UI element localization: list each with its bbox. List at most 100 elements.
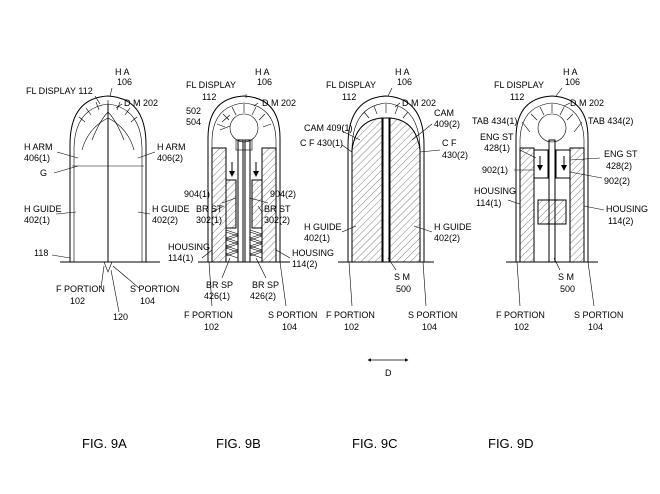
hinge-body-9d — [515, 95, 589, 262]
label-sportion-9b: S PORTION — [268, 310, 317, 320]
label-tab2-9d: TAB 434(2) — [588, 116, 633, 126]
label-housing2-9b: HOUSING — [292, 248, 334, 258]
label-housing1-num-9d: 114(1) — [476, 198, 501, 208]
label-harm1-9a: H ARM — [24, 142, 53, 152]
label-housing1-9d: HOUSING — [474, 186, 516, 196]
figure-9c: H A 106 FL DISPLAY 112 D M 202 CAM 409(1… — [300, 67, 472, 451]
label-ha-9b: H A — [255, 67, 270, 77]
caption-9d: FIG. 9D — [488, 436, 534, 451]
figure-9d: H A 106 FL DISPLAY 112 D M 202 TAB 434(1… — [472, 67, 648, 451]
label-cf2-num-9c: 430(2) — [442, 150, 468, 160]
label-hguide2-num-9a: 402(2) — [152, 215, 178, 225]
label-housing1-9b: HOUSING — [168, 242, 210, 252]
label-118-9a: 118 — [34, 248, 48, 258]
label-sportion-9c: S PORTION — [408, 310, 457, 320]
label-g-9a: G — [40, 168, 47, 178]
label-dm-9d: D M 202 — [570, 98, 604, 108]
label-harm2-num-9a: 406(2) — [157, 153, 183, 163]
label-cam1-9c: CAM 409(1) — [304, 123, 353, 133]
sync-mech-9d — [537, 199, 567, 225]
label-fl-display-9c: FL DISPLAY — [326, 80, 376, 90]
guide-right-9c — [389, 117, 421, 263]
label-fportion-9b: F PORTION — [184, 310, 233, 320]
label-harm1-num-9a: 406(1) — [24, 153, 50, 163]
label-sportion-num-9d: 104 — [588, 322, 603, 332]
label-cf1-9c: C F 430(1) — [300, 138, 343, 148]
label-ha-num-9c: 106 — [397, 77, 412, 87]
label-ha-9a: H A — [115, 67, 130, 77]
label-brst2-9b: BR ST — [264, 204, 291, 214]
label-sportion-num-9a: 104 — [140, 296, 155, 306]
guide-left-9c — [351, 117, 383, 263]
label-brsp1-9b: BR SP — [206, 280, 233, 290]
label-hguide2-9a: H GUIDE — [152, 204, 190, 214]
label-engst1-9d: ENG ST — [480, 132, 514, 142]
label-d-9c: D — [385, 368, 392, 378]
label-120-9a: 120 — [113, 312, 128, 322]
label-fportion-num-9a: 102 — [70, 296, 85, 306]
label-ha-num-9a: 106 — [117, 77, 132, 87]
label-ha-9c: H A — [395, 67, 410, 77]
display-teeth-9b — [216, 104, 272, 143]
label-fl-display-num-9b: 112 — [202, 92, 216, 102]
caption-9a: FIG. 9A — [82, 436, 127, 451]
label-fportion-9a: F PORTION — [56, 284, 105, 294]
label-cf2-9c: C F — [442, 138, 457, 148]
label-902-2-9d: 902(2) — [604, 176, 630, 186]
label-engst2-num-9d: 428(2) — [606, 161, 632, 171]
caption-9c: FIG. 9C — [352, 436, 398, 451]
label-dm-9b: D M 202 — [262, 98, 296, 108]
label-dm-9a: D M 202 — [124, 98, 158, 108]
label-fportion-num-9c: 102 — [344, 322, 359, 332]
label-ha-num-9b: 106 — [257, 77, 272, 87]
label-dm-9c: D M 202 — [402, 98, 436, 108]
housing-left-9d — [519, 147, 535, 263]
label-hguide1-num-9c: 402(1) — [304, 233, 330, 243]
label-tab1-9d: TAB 434(1) — [472, 116, 517, 126]
display-teeth-9d — [530, 104, 574, 143]
label-brsp2-9b: BR SP — [252, 280, 279, 290]
label-sportion-9a: S PORTION — [130, 284, 179, 294]
label-sportion-num-9b: 104 — [282, 322, 297, 332]
label-sm-num-9d: 500 — [560, 284, 575, 294]
label-housing2-9d: HOUSING — [606, 204, 648, 214]
hinge-body-9b — [207, 95, 281, 262]
label-hguide1-num-9a: 402(1) — [24, 215, 50, 225]
label-904-2-9b: 904(2) — [270, 189, 296, 199]
label-sm-num-9c: 500 — [396, 284, 411, 294]
figure-9a: H A 106 FL DISPLAY 112 D M 202 H ARM 406… — [24, 67, 190, 451]
label-brst1-9b: BR ST — [196, 204, 223, 214]
label-502-9b: 502 — [186, 106, 201, 116]
label-engst1-num-9d: 428(1) — [484, 143, 510, 153]
label-fl-display-9b: FL DISPLAY — [186, 80, 236, 90]
label-harm2-9a: H ARM — [157, 142, 186, 152]
label-fl-display-num-9d: 112 — [510, 92, 524, 102]
label-sportion-num-9c: 104 — [422, 322, 437, 332]
label-fportion-9d: F PORTION — [496, 310, 545, 320]
label-hguide2-9c: H GUIDE — [434, 222, 472, 232]
label-engst2-9d: ENG ST — [604, 149, 638, 159]
housing-right-9d — [569, 147, 585, 263]
hinge-body-9a — [69, 95, 147, 262]
figure-9b: H A 106 FL DISPLAY 112 D M 202 502 504 9… — [168, 67, 334, 451]
eng-struct-left-9d — [533, 149, 549, 179]
label-brst1-num-9b: 302(1) — [196, 215, 222, 225]
label-brsp1-num-9b: 426(1) — [204, 291, 230, 301]
label-ha-num-9d: 106 — [565, 77, 580, 87]
label-cam2-num-9c: 409(2) — [434, 119, 460, 129]
label-sm-9d: S M — [558, 272, 574, 282]
display-teeth-9a — [78, 100, 138, 123]
label-fportion-num-9d: 102 — [514, 322, 529, 332]
label-sportion-9d: S PORTION — [574, 310, 623, 320]
label-fportion-num-9b: 102 — [204, 322, 219, 332]
label-housing1-num-9b: 114(1) — [168, 253, 193, 263]
eng-struct-right-9d — [555, 149, 571, 179]
label-hguide2-num-9c: 402(2) — [434, 233, 460, 243]
label-fportion-9c: F PORTION — [326, 310, 375, 320]
label-902-1-9d: 902(1) — [482, 165, 508, 175]
label-904-1-9b: 904(1) — [184, 189, 210, 199]
label-brsp2-num-9b: 426(2) — [250, 291, 276, 301]
caption-9b: FIG. 9B — [216, 436, 261, 451]
bracket-left-9b — [225, 179, 237, 229]
label-hguide1-9a: H GUIDE — [24, 204, 62, 214]
